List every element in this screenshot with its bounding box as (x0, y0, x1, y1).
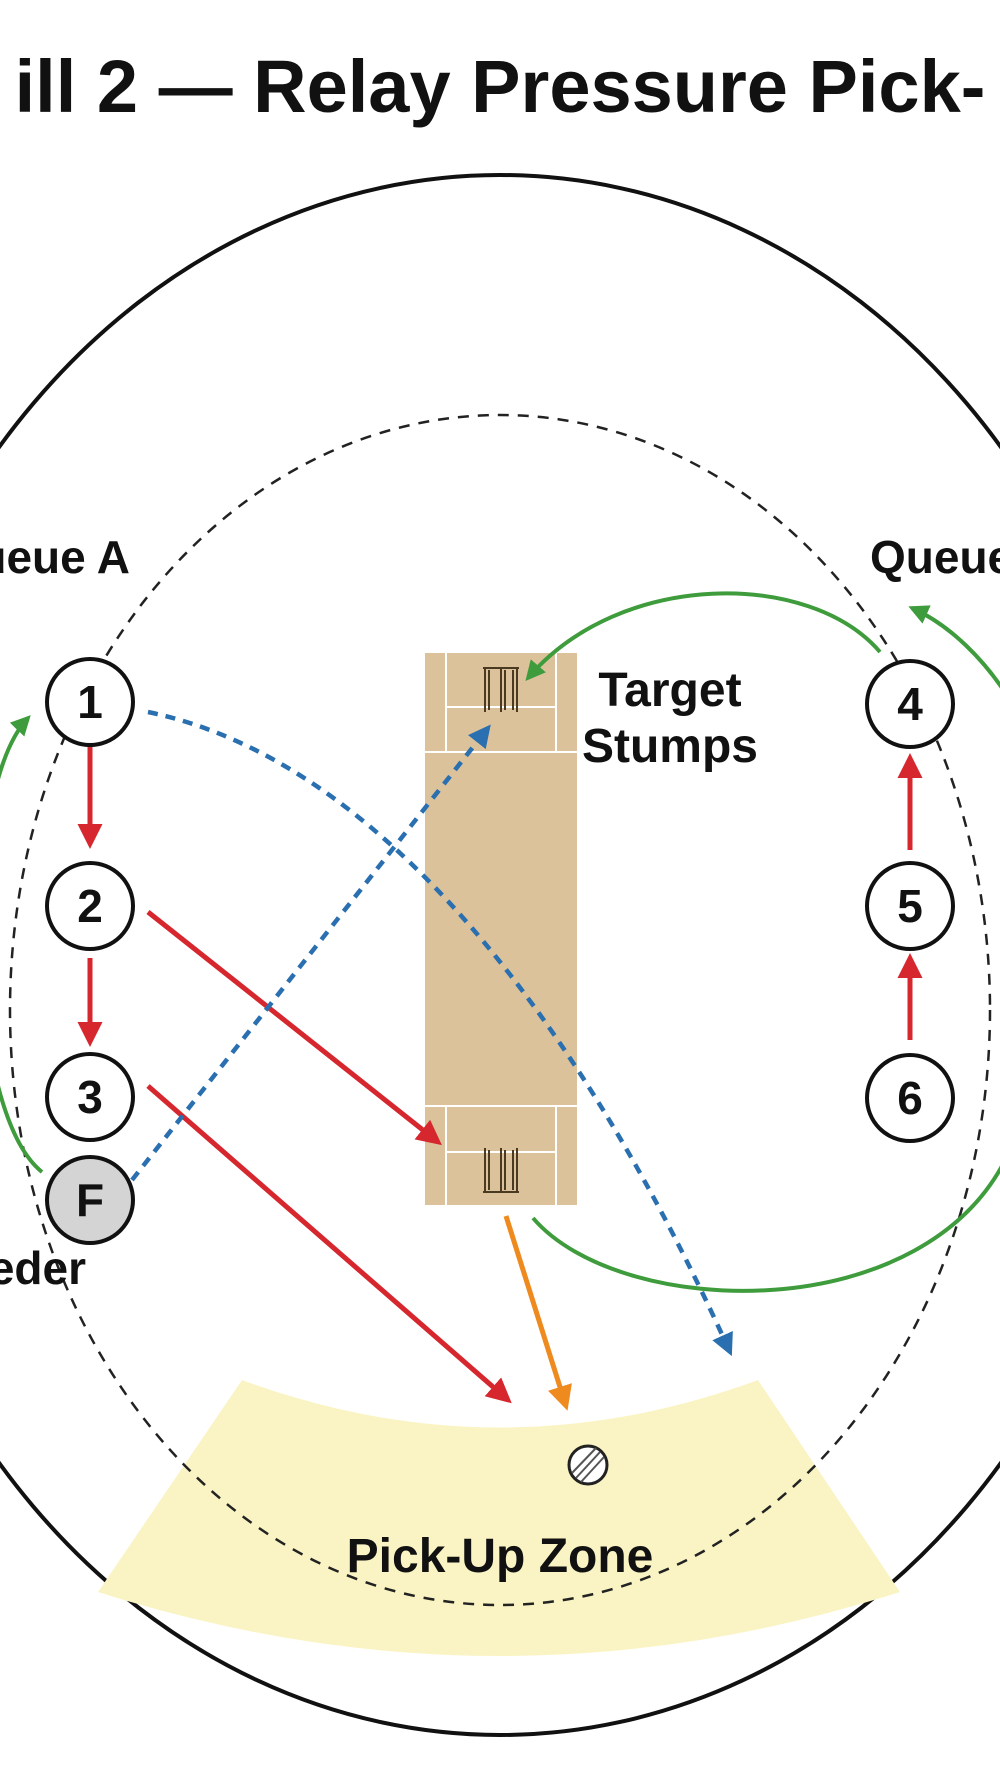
player-node-2: 2 (45, 861, 135, 951)
stumps-icon (483, 667, 519, 712)
throw-arrow-feeder-to-stumps (130, 724, 491, 1182)
player-node-label: 6 (897, 1072, 923, 1124)
boundary-circle (0, 173, 1000, 1737)
player-node-label: 1 (77, 676, 103, 728)
player-node-label: 3 (77, 1071, 103, 1123)
stumps-icon (483, 1148, 519, 1193)
run-arrow-3-to-pickup (146, 1084, 512, 1404)
player-node-label: 5 (897, 880, 923, 932)
rotation-arrow-queue-b-top (525, 591, 882, 682)
player-node-label: 4 (897, 678, 923, 730)
run-arrow-2-to-stumps (146, 910, 442, 1146)
rotation-arrow-queue-a (0, 715, 44, 1174)
ball-arrow-stumps-to-pickup (503, 1215, 572, 1411)
inner-fielding-circle (8, 413, 992, 1607)
pickup-zone-label: Pick-Up Zone (347, 1530, 654, 1583)
feeder-label: eder (0, 1242, 86, 1294)
diagram-title: ill 2 — Relay Pressure Pick- (15, 45, 986, 128)
cricket-ball-icon (567, 1444, 609, 1486)
player-node-4: 4 (865, 659, 955, 749)
pickup-zone (98, 1380, 900, 1656)
player-node-6: 6 (865, 1053, 955, 1143)
feeder-node: F (45, 1155, 135, 1245)
player-node-1: 1 (45, 657, 135, 747)
queue-a-label: ueue A (0, 531, 130, 583)
player-node-5: 5 (865, 861, 955, 951)
target-stumps-label-line2: Stumps (582, 720, 758, 773)
pitch (425, 653, 577, 1205)
player-node-label: 2 (77, 880, 103, 932)
throw-arrow-1-to-pickup (147, 709, 733, 1357)
rotation-arrow-queue-b-right (908, 605, 1000, 689)
target-stumps-label-line1: Target (598, 664, 741, 717)
queue-b-label: Queue (870, 531, 1000, 583)
rotation-arrow-pitch-to-queue-b (531, 1165, 1000, 1293)
feeder-node-label: F (76, 1174, 104, 1226)
player-node-3: 3 (45, 1052, 135, 1142)
